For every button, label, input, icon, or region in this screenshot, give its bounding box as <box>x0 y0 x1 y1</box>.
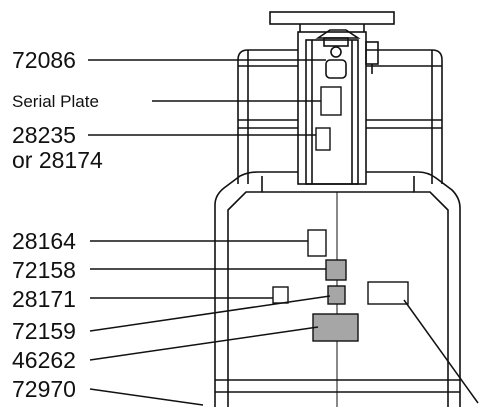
decal-right <box>367 281 409 305</box>
label-serial-plate: Serial Plate <box>12 92 99 111</box>
label-28235: 28235 <box>12 122 76 148</box>
leader-lines <box>88 59 479 406</box>
upper-body <box>237 49 443 184</box>
decal-28235 <box>315 127 331 151</box>
decals <box>272 86 409 342</box>
serial-plate-decal <box>320 86 342 116</box>
label-72159: 72159 <box>12 318 76 344</box>
shoulder <box>214 171 461 238</box>
label-28164: 28164 <box>12 228 76 254</box>
machine-outline <box>214 11 461 407</box>
label-72970: 72970 <box>12 376 76 402</box>
top-handle <box>269 11 395 25</box>
leader-72159 <box>89 295 331 332</box>
decal-72159 <box>327 285 346 305</box>
decal-46262 <box>312 313 359 342</box>
leader-right-decal <box>403 299 479 404</box>
label-28174-alt: or 28174 <box>12 147 103 173</box>
leader-46262 <box>89 326 319 361</box>
decal-28171 <box>272 286 289 304</box>
label-46262: 46262 <box>12 347 76 373</box>
decal-72158 <box>325 259 347 281</box>
label-72158: 72158 <box>12 257 76 283</box>
leader-72970 <box>89 388 204 406</box>
label-72086: 72086 <box>12 47 76 73</box>
decal-28164 <box>307 229 327 257</box>
callout-labels: 72086 Serial Plate 28235 or 28174 28164 … <box>12 47 103 402</box>
mast-inner <box>305 39 359 185</box>
label-28171: 28171 <box>12 286 76 312</box>
